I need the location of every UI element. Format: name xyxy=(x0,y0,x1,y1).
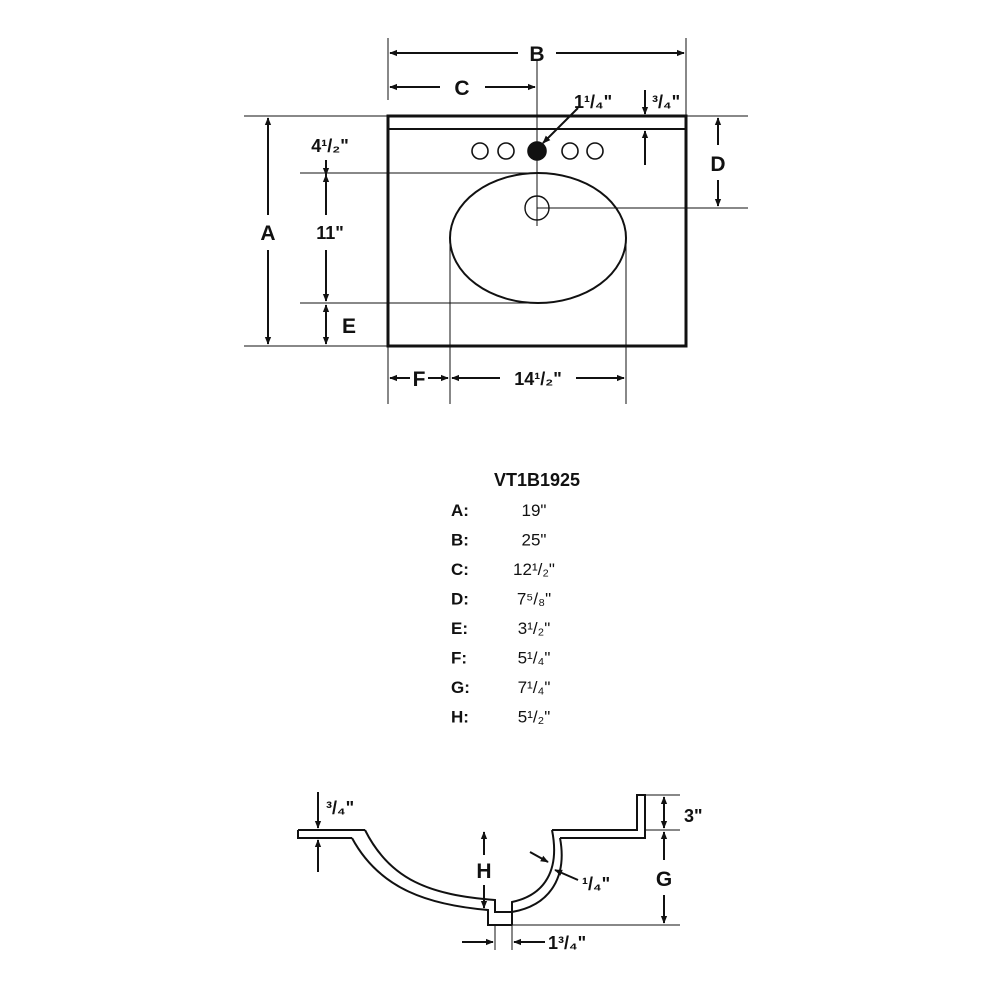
spec-value: 12¹/₂" xyxy=(513,560,555,579)
bowl-right-profile xyxy=(511,829,563,925)
label-top-to-bowl: 4¹/₂" xyxy=(311,136,349,156)
spec-key: H: xyxy=(451,708,469,727)
label-backsplash-height: 3" xyxy=(684,806,703,826)
label-backsplash: ³/₄" xyxy=(652,92,680,112)
sink-bowl xyxy=(449,172,627,304)
section-view xyxy=(297,792,680,950)
spec-rows: A: 19" B: 25" C: 12¹/₂" D: 7⁵/₈" E: 3¹/₂" F: 5¹/₄" G… xyxy=(451,501,555,727)
dim-wall-arrow xyxy=(554,869,579,881)
spec-value: 7⁵/₈" xyxy=(517,590,551,609)
bowl-inner-profile xyxy=(364,829,512,913)
section-view-labels: ³/₄" 3" H G ¹/₄" 1³/₄" xyxy=(326,798,703,953)
spec-key: E: xyxy=(451,619,468,638)
spec-value: 5¹/₂" xyxy=(518,708,550,727)
label-g: G xyxy=(656,868,672,891)
spec-key: D: xyxy=(451,590,469,609)
dim-wall-arrow xyxy=(529,851,549,863)
label-c: C xyxy=(454,77,469,100)
spec-value: 7¹/₄" xyxy=(518,678,551,697)
model-number: VT1B1925 xyxy=(494,470,580,490)
spec-value: 3¹/₂" xyxy=(518,619,550,638)
faucet-hole xyxy=(497,142,515,160)
plan-view xyxy=(244,38,748,404)
label-top-thickness: ³/₄" xyxy=(326,798,354,818)
spec-key: F: xyxy=(451,649,467,668)
label-f: F xyxy=(413,368,426,391)
label-h: H xyxy=(476,860,491,883)
faucet-hole xyxy=(561,142,579,160)
spec-value: 5¹/₄" xyxy=(518,649,551,668)
plan-view-labels: B C A D E F 1¹/₄" ³/₄" 4¹/₂" 11" 14¹/₂" xyxy=(260,43,725,391)
spec-table: VT1B1925 A: 19" B: 25" C: 12¹/₂" D: 7⁵/₈" E: 3¹/₂… xyxy=(451,470,580,727)
label-b: B xyxy=(529,43,544,66)
label-drain-hole: 1¹/₄" xyxy=(574,92,612,112)
label-e: E xyxy=(342,315,356,338)
label-drain-offset: 1³/₄" xyxy=(548,933,586,953)
faucet-hole xyxy=(471,142,489,160)
bowl-outer-profile xyxy=(351,837,512,926)
label-a: A xyxy=(260,222,275,245)
spec-key: C: xyxy=(451,560,469,579)
label-d: D xyxy=(710,153,725,176)
dim-hole-leader xyxy=(542,107,579,144)
spec-value: 19" xyxy=(522,501,547,520)
spec-key: G: xyxy=(451,678,470,697)
spec-value: 25" xyxy=(522,531,547,550)
faucet-hole xyxy=(586,142,604,160)
label-bowl-depth: 11" xyxy=(316,223,344,243)
spec-key: A: xyxy=(451,501,469,520)
label-wall-thickness: ¹/₄" xyxy=(582,874,610,894)
countertop-profile xyxy=(297,794,646,839)
label-bowl-width: 14¹/₂" xyxy=(514,369,562,389)
spec-key: B: xyxy=(451,531,469,550)
